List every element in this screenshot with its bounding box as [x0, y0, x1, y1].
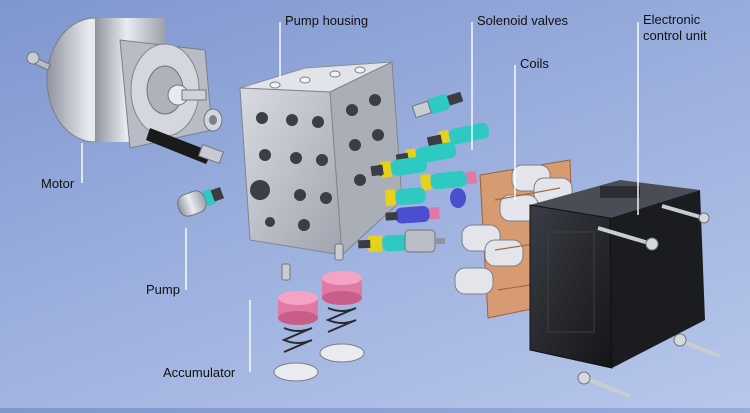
motor	[46, 17, 225, 165]
solenoid-valves	[358, 91, 490, 253]
pump-housing	[239, 61, 403, 257]
label-coils: Coils	[520, 56, 549, 71]
ecu-screws	[577, 204, 721, 398]
label-solenoid-valves: Solenoid valves	[477, 13, 569, 28]
label-electronic-control-unit: Electronic control unit	[643, 12, 707, 44]
label-ecu-line2: control unit	[643, 28, 707, 43]
label-ecu-line1: Electronic	[643, 12, 701, 27]
housing-bores	[250, 94, 388, 231]
motor-screw	[26, 51, 51, 71]
label-motor: Motor	[41, 176, 75, 191]
leader-lines	[81, 22, 639, 372]
label-accumulator: Accumulator	[163, 365, 236, 380]
pump	[177, 186, 344, 281]
label-pump: Pump	[146, 282, 180, 297]
bearing	[203, 108, 223, 132]
electronic-control-unit	[529, 180, 705, 369]
label-pump-housing: Pump housing	[285, 13, 369, 28]
accumulator	[273, 271, 365, 382]
